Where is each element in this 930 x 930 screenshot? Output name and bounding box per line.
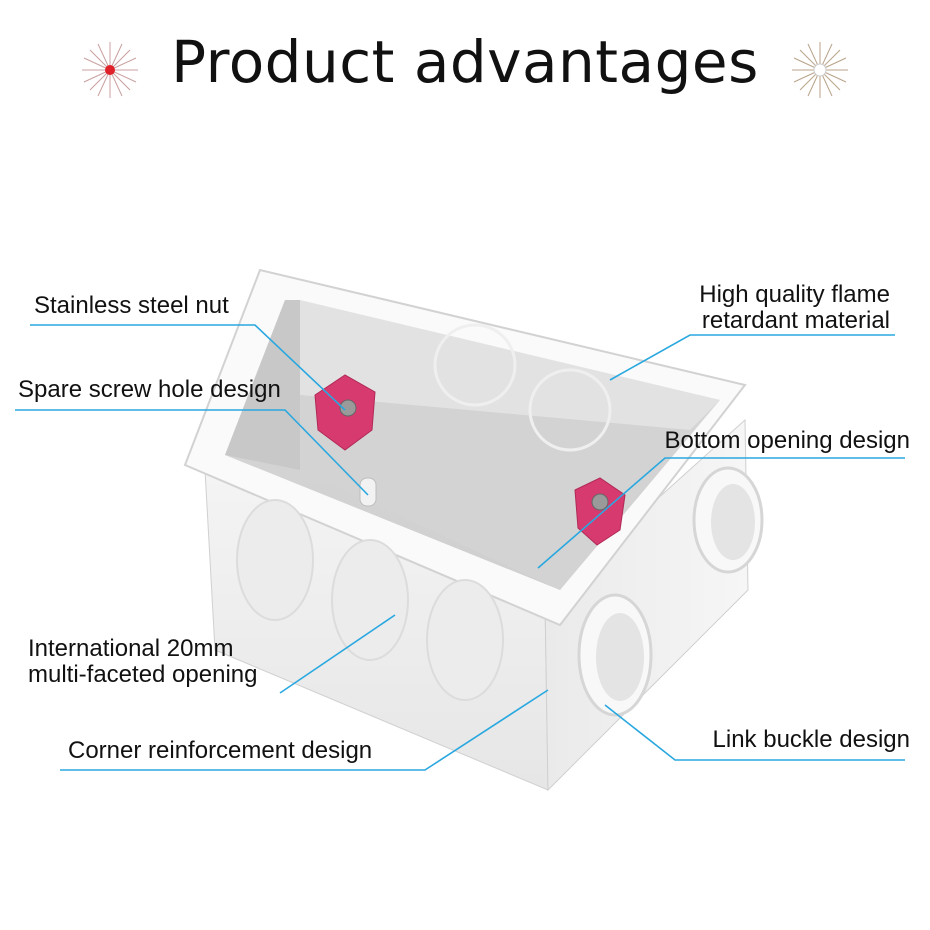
callout-bottom-opening: Bottom opening design: [664, 427, 910, 454]
page-title: Product advantages: [171, 28, 759, 96]
callout-corner-reinforcement: Corner reinforcement design: [68, 737, 373, 764]
callout-link-buckle: Link buckle design: [712, 726, 910, 753]
callout-stainless-steel-nut: Stainless steel nut: [34, 292, 229, 319]
starburst-red-icon: [82, 42, 138, 98]
callout-flame-line-1: High quality flame: [699, 281, 890, 308]
callout-international-line-2: multi-faceted opening: [28, 661, 258, 688]
callout-flame-line-2: retardant material: [701, 307, 890, 334]
callout-international-line-1: International 20mm: [28, 635, 234, 662]
callout-spare-screw-hole: Spare screw hole design: [18, 376, 281, 403]
starburst-white-icon: [792, 42, 848, 98]
